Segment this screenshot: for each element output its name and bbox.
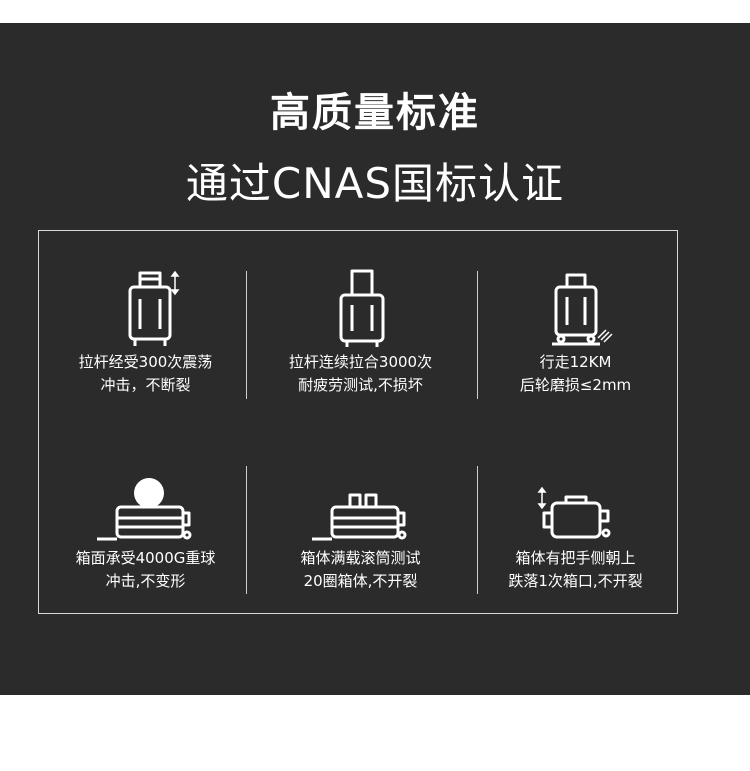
feature-caption-line2: 耐疲劳测试,不损坏 xyxy=(298,376,423,394)
feature-item: 行走12KM 后轮磨损≤2mm xyxy=(469,267,682,397)
feature-caption-line2: 冲击,不变形 xyxy=(105,572,186,590)
feature-caption-line2: 冲击，不断裂 xyxy=(100,376,191,394)
divider xyxy=(246,271,247,399)
feature-caption-line2: 后轮磨损≤2mm xyxy=(519,376,632,394)
luggage-pull-rod-icon xyxy=(254,267,467,351)
feature-caption-line1: 箱体满载滚筒测试 xyxy=(300,549,421,567)
luggage-drum-tumble-icon xyxy=(254,463,467,547)
feature-caption-line1: 箱体有把手侧朝上 xyxy=(515,549,636,567)
feature-caption-line2: 跌落1次箱口,不开裂 xyxy=(508,572,643,590)
luggage-handle-vibration-icon xyxy=(39,267,252,351)
page-title: 高质量标准 xyxy=(270,90,480,136)
feature-caption-line1: 拉杆经受300次震荡 xyxy=(78,353,213,371)
features-grid: 拉杆经受300次震荡 冲击，不断裂 拉杆连续拉合3000次 耐疲劳测试,不损坏 xyxy=(38,230,678,614)
feature-caption-line1: 行走12KM xyxy=(539,353,612,371)
divider xyxy=(477,466,478,594)
divider xyxy=(477,271,478,399)
luggage-wheel-wear-icon xyxy=(469,267,682,351)
divider xyxy=(246,466,247,594)
feature-panel xyxy=(0,23,750,695)
feature-caption-line1: 箱面承受4000G重球 xyxy=(75,549,216,567)
feature-caption-line2: 20圈箱体,不开裂 xyxy=(303,572,418,590)
luggage-ball-impact-icon xyxy=(39,463,252,547)
feature-item: 箱体满载滚筒测试 20圈箱体,不开裂 xyxy=(254,463,467,593)
feature-item: 拉杆连续拉合3000次 耐疲劳测试,不损坏 xyxy=(254,267,467,397)
feature-item: 箱体有把手侧朝上 跌落1次箱口,不开裂 xyxy=(469,463,682,593)
feature-item: 拉杆经受300次震荡 冲击，不断裂 xyxy=(39,267,252,397)
feature-item: 箱面承受4000G重球 冲击,不变形 xyxy=(39,463,252,593)
luggage-drop-test-icon xyxy=(469,463,682,547)
feature-caption-line1: 拉杆连续拉合3000次 xyxy=(288,353,433,371)
page-subtitle: 通过CNAS国标认证 xyxy=(185,159,565,208)
